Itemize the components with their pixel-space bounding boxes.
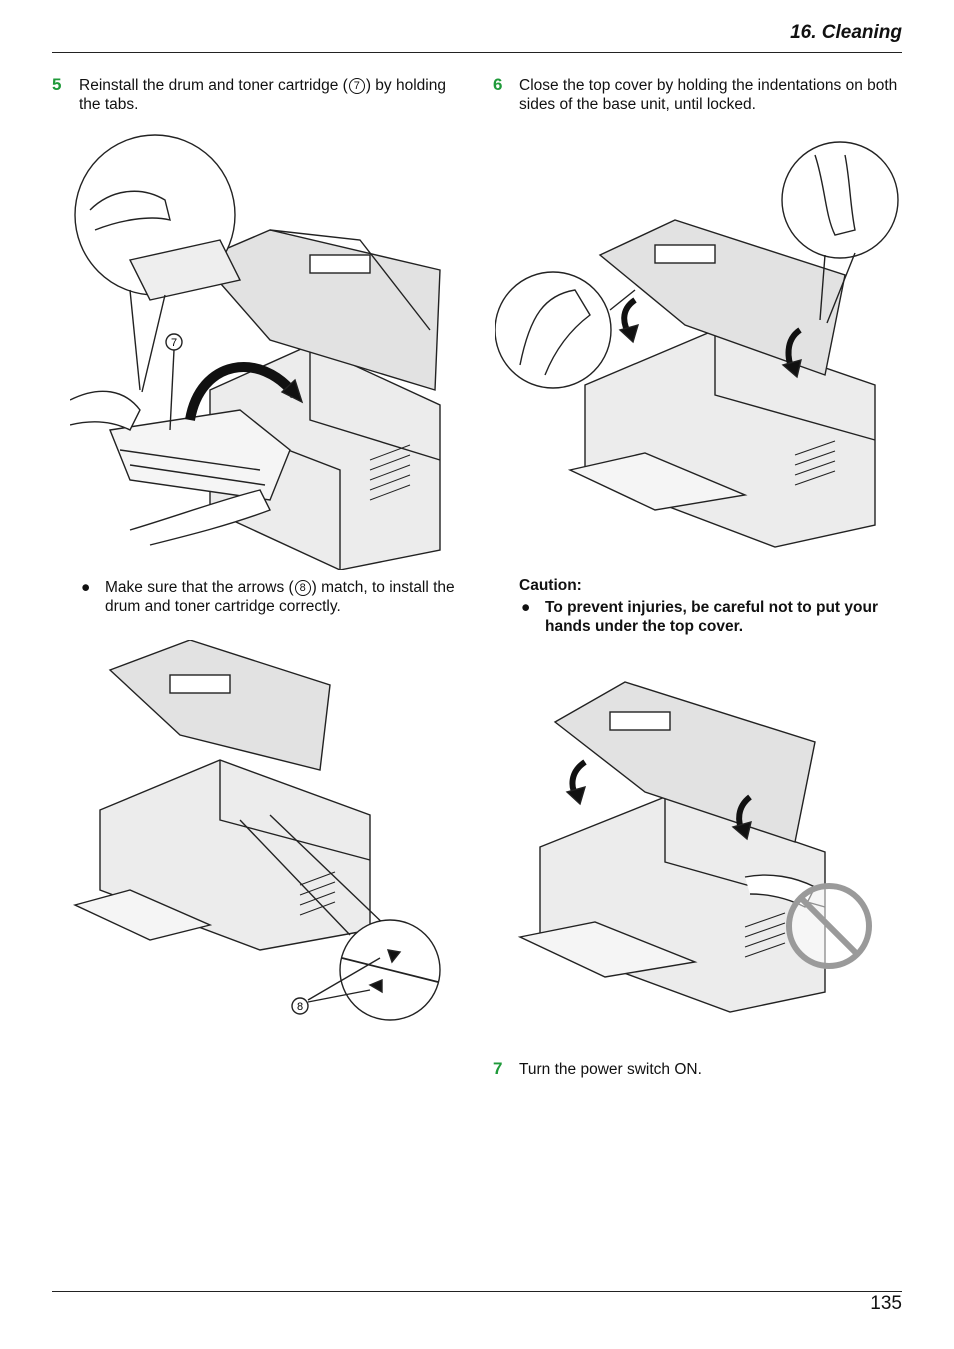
step-5-text: Reinstall the drum and toner cartridge (… (79, 77, 446, 113)
step-6-number: 6 (493, 75, 503, 94)
step-6-text: Close the top cover by holding the inden… (519, 77, 898, 113)
footer-rule (52, 1291, 902, 1292)
bullet-dot: ● (521, 599, 531, 616)
page-header-title: 16. Cleaning (790, 22, 902, 43)
arrows-alignment-illustration: 8 (72, 640, 441, 1021)
bullet-dot: ● (81, 579, 91, 596)
reinstall-cartridge-illustration: 7 (70, 134, 441, 570)
page-number: 135 (870, 1293, 902, 1314)
ref-8-marker: 8 (294, 580, 311, 596)
prohibited-icon (786, 883, 872, 969)
fig2-callout-label: 8 (297, 1001, 303, 1013)
no-hands-under-cover-illustration (517, 681, 872, 1013)
step-5-number: 5 (52, 75, 62, 94)
close-top-cover-illustration (495, 141, 899, 548)
step-7-number: 7 (493, 1059, 503, 1078)
arrows-match-bullet: ●Make sure that the arrows (8) match, to… (81, 579, 455, 615)
caution-label: Caution: (519, 577, 582, 594)
caution-bullet: ●To prevent injuries, be careful not to … (521, 599, 878, 635)
step-7-text: Turn the power switch ON. (519, 1061, 702, 1078)
header-rule (52, 52, 902, 53)
ref-7-marker: 7 (348, 78, 365, 94)
fig1-callout-label: 7 (171, 337, 177, 349)
